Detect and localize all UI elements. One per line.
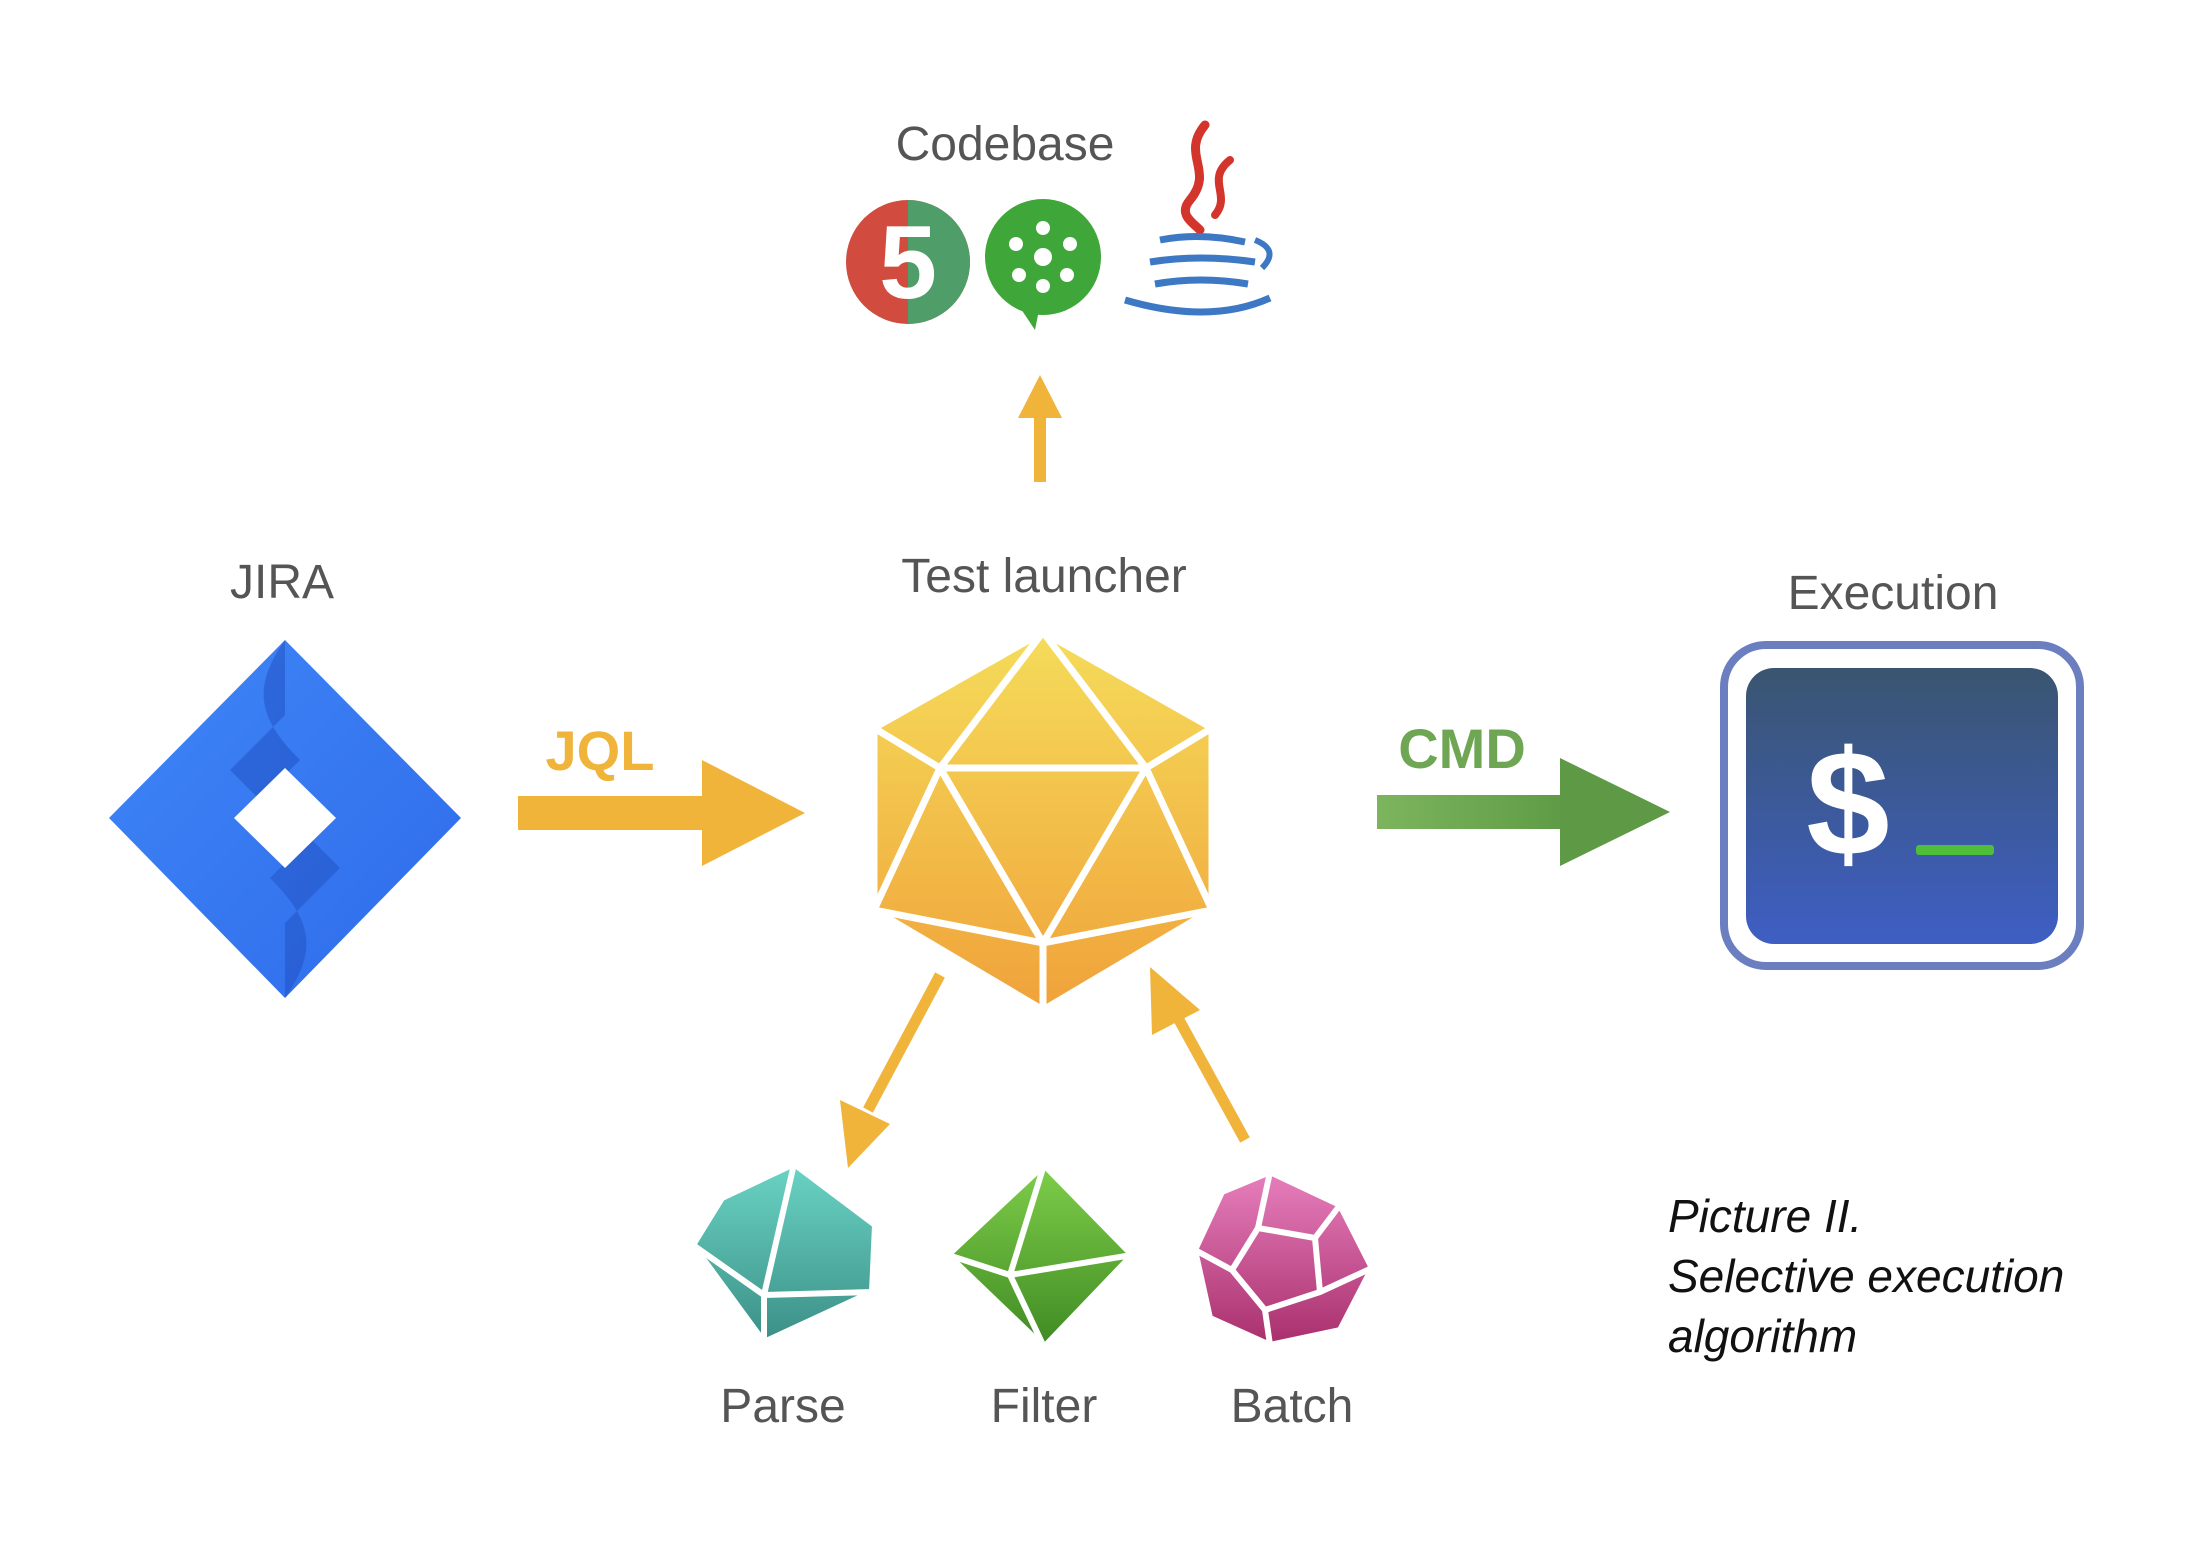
arrow-to-codebase xyxy=(1018,375,1062,482)
arrow-launcher-to-parse xyxy=(840,972,945,1168)
test-launcher-label: Test launcher xyxy=(901,550,1187,603)
jql-label: JQL xyxy=(546,719,655,782)
html5-glyph: 5 xyxy=(879,205,937,321)
execution-label: Execution xyxy=(1788,567,1999,620)
arrow-batch-to-launcher xyxy=(1150,967,1250,1143)
html5-icon: 5 xyxy=(846,200,970,324)
codebase-label: Codebase xyxy=(896,118,1115,171)
terminal-icon: $ xyxy=(1720,641,2084,970)
batch-icon xyxy=(1192,1169,1375,1348)
caption-line-2: Selective execution xyxy=(1668,1250,2064,1302)
filter-label: Filter xyxy=(991,1380,1098,1433)
jira-logo xyxy=(109,640,461,998)
jira-label: JIRA xyxy=(230,556,334,609)
parse-icon xyxy=(690,1161,878,1345)
caption-line-1: Picture II. xyxy=(1668,1190,1862,1242)
cmd-arrow xyxy=(1377,758,1670,866)
filter-icon xyxy=(945,1162,1135,1350)
jql-arrow xyxy=(518,760,805,866)
dollar-prompt: $ xyxy=(1806,719,1889,887)
caption-line-3: algorithm xyxy=(1668,1310,1857,1362)
test-launcher-icon xyxy=(870,628,1216,1014)
java-icon xyxy=(1124,120,1273,316)
parse-label: Parse xyxy=(720,1380,845,1433)
batch-label: Batch xyxy=(1231,1380,1354,1433)
cursor-icon xyxy=(1916,845,1994,855)
cmd-label: CMD xyxy=(1398,717,1526,780)
cucumber-icon xyxy=(985,199,1101,330)
